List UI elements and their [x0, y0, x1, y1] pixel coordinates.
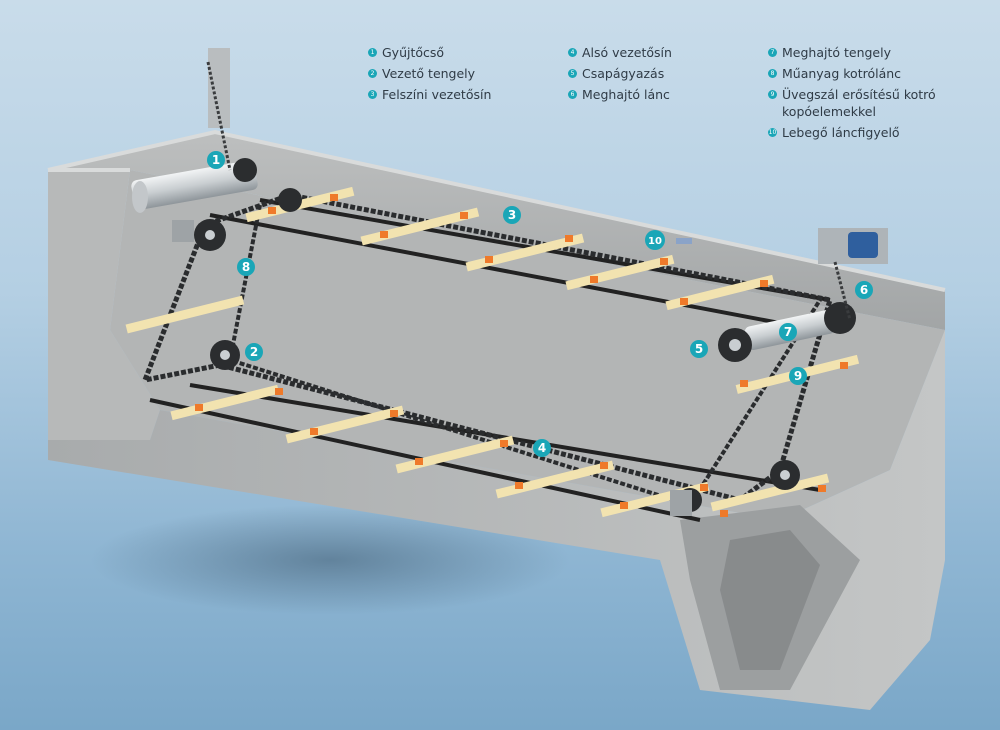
callout-5: 5 — [690, 340, 708, 358]
collector-pipe — [131, 160, 258, 210]
legend-item: 8 Műanyag kotrólánc — [768, 65, 958, 82]
legend-item: 2 Vezető tengely — [368, 65, 491, 82]
svg-text:3: 3 — [508, 208, 516, 222]
plastic-chain-left — [141, 192, 834, 503]
callout-9: 9 — [789, 367, 807, 385]
legend-label: Gyűjtőcső — [382, 45, 445, 60]
legend-column-1: 1 Gyűjtőcső 2 Vezető tengely 3 Felszíni … — [368, 44, 491, 107]
legend-number-badge: 7 — [768, 48, 777, 57]
svg-text:4: 4 — [538, 441, 546, 455]
legend-number-badge: 2 — [368, 69, 377, 78]
callout-10: 10 — [645, 230, 665, 250]
legend-label: Felszíni vezetősín — [382, 87, 492, 102]
wear-shoes — [195, 194, 848, 517]
gear-motor — [848, 232, 878, 258]
sludge-hopper-inner — [720, 530, 820, 670]
svg-text:5: 5 — [695, 342, 703, 356]
callout-2: 2 — [245, 343, 263, 361]
legend-item: 3 Felszíni vezetősín — [368, 86, 491, 103]
legend-item: 6 Meghajtó lánc — [568, 86, 672, 103]
legend-item: 7 Meghajtó tengely — [768, 44, 958, 61]
svg-text:1: 1 — [212, 153, 220, 167]
legend: 1 Gyűjtőcső 2 Vezető tengely 3 Felszíni … — [368, 44, 968, 144]
ground-shadow — [90, 505, 570, 615]
legend-column-3: 7 Meghajtó tengely 8 Műanyag kotrólánc 9… — [768, 44, 958, 145]
legend-number-badge: 6 — [568, 90, 577, 99]
svg-text:9: 9 — [794, 369, 802, 383]
legend-number-badge: 1 — [368, 48, 377, 57]
legend-label: Alsó vezetősín — [582, 45, 672, 60]
svg-text:10: 10 — [648, 236, 662, 247]
svg-text:8: 8 — [242, 260, 250, 274]
legend-number-badge: 8 — [768, 69, 777, 78]
legend-label: Lebegő láncfigyelő — [782, 125, 900, 140]
legend-label: Csapágyazás — [582, 66, 665, 81]
svg-text:6: 6 — [860, 283, 868, 297]
legend-item: 10 Lebegő láncfigyelő — [768, 124, 958, 141]
plastic-chain-right — [227, 204, 822, 508]
collector-pipe-end — [132, 181, 148, 213]
legend-item: 9 Üvegszál erősítésű kotró kopóelemekkel — [768, 86, 958, 120]
callout-8: 8 — [237, 258, 255, 276]
legend-label: Vezető tengely — [382, 66, 476, 81]
surface-guide-rail-1 — [209, 213, 791, 327]
callout-6: 6 — [855, 281, 873, 299]
drive-motor-left — [208, 48, 230, 128]
legend-label: Meghajtó tengely — [782, 45, 891, 60]
legend-column-2: 4 Alsó vezetősín 5 Csapágyazás 6 Meghajt… — [568, 44, 672, 107]
callout-7: 7 — [779, 323, 797, 341]
callout-3: 3 — [503, 206, 521, 224]
sprocket-hubs — [205, 230, 790, 480]
bearing-block-left — [172, 220, 194, 242]
legend-number-badge: 3 — [368, 90, 377, 99]
legend-label: Meghajtó lánc — [582, 87, 670, 102]
legend-number-badge: 9 — [768, 90, 777, 99]
callout-1: 1 — [207, 151, 225, 169]
drive-chain-left — [206, 61, 232, 171]
legend-item: 4 Alsó vezetősín — [568, 44, 672, 61]
legend-number-badge: 4 — [568, 48, 577, 57]
legend-number-badge: 10 — [768, 128, 777, 137]
legend-number-badge: 5 — [568, 69, 577, 78]
tank-rim — [47, 129, 946, 292]
floating-chain-monitor — [676, 238, 692, 244]
legend-label: Műanyag kotrólánc — [782, 66, 902, 81]
legend-label: Üvegszál erősítésű kotró kopóelemekkel — [782, 87, 936, 119]
legend-item: 1 Gyűjtőcső — [368, 44, 491, 61]
svg-text:7: 7 — [784, 325, 792, 339]
tank-left-wall — [48, 170, 160, 440]
bearing-block-right — [670, 490, 692, 516]
svg-text:2: 2 — [250, 345, 258, 359]
callout-4: 4 — [533, 439, 551, 457]
legend-item: 5 Csapágyazás — [568, 65, 672, 82]
